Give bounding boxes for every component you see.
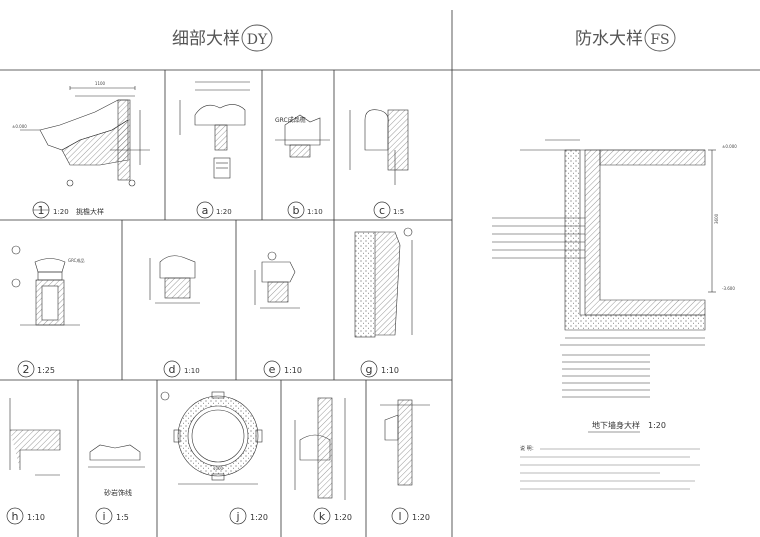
detail-g-label: g 1:10: [360, 360, 399, 378]
svg-text:l: l: [398, 510, 401, 523]
level-top: ±0.000: [722, 144, 737, 149]
svg-text:d: d: [169, 363, 176, 376]
svg-text:1:20: 1:20: [53, 208, 69, 216]
detail-b-drawing: [275, 114, 330, 158]
detail-c-drawing: [349, 109, 409, 185]
svg-text:i: i: [102, 510, 105, 523]
level-bottom: -3.600: [722, 286, 735, 291]
svg-text:1:20: 1:20: [250, 513, 268, 522]
grc2-label: GRC成品: [68, 257, 84, 263]
detail-c-label: c 1:5: [373, 201, 404, 219]
detail-b-label: b 1:10: [287, 201, 323, 219]
dim-3600: 3600: [714, 213, 719, 224]
svg-text:b: b: [293, 204, 300, 217]
dim-1100: 1100: [95, 81, 106, 86]
right-sheet-title: 防水大样 FS: [575, 24, 676, 52]
sandstone-label: 砂岩饰线: [104, 488, 132, 497]
detail-a-drawing: [179, 81, 250, 179]
detail-j-drawing: [160, 391, 263, 485]
svg-text:1:5: 1:5: [393, 208, 404, 216]
detail-1-label: 1 1:20 挑檐大样: [32, 201, 104, 219]
svg-text:e: e: [269, 363, 276, 376]
svg-text:1:20: 1:20: [412, 513, 430, 522]
detail-i-label: i 1:5: [95, 507, 129, 525]
left-sheet-title: 细部大样 DY: [172, 24, 273, 52]
right-title-code: FS: [650, 32, 669, 48]
detail-1-drawing: [20, 86, 150, 187]
detail-l-drawing: [380, 399, 430, 486]
notes-header: 说 明：: [520, 445, 537, 452]
detail-k-drawing: [294, 397, 346, 500]
svg-text:1:10: 1:10: [284, 366, 302, 375]
svg-text:k: k: [319, 510, 326, 523]
grc-label: GRC成品檐: [275, 116, 306, 124]
title-code-circle: [241, 24, 273, 52]
svg-text:1:20: 1:20: [216, 208, 232, 216]
svg-text:1:10: 1:10: [184, 367, 200, 375]
detail-a-label: a 1:20: [196, 201, 232, 219]
detail-l-label: l 1:20: [391, 507, 430, 525]
svg-text:1:10: 1:10: [381, 366, 399, 375]
wall-section-drawing: [492, 139, 716, 398]
svg-text:g: g: [366, 363, 373, 376]
svg-text:挑檐大样: 挑檐大样: [76, 207, 104, 216]
notes-block: 说 明：: [520, 445, 700, 490]
svg-text:h: h: [12, 510, 19, 523]
detail-j-label: j 1:20: [229, 507, 268, 525]
level-mark: ±0.000: [12, 124, 27, 129]
svg-text:j: j: [235, 510, 239, 523]
right-title-text: 防水大样: [575, 29, 643, 49]
detail-d-drawing: [149, 255, 200, 304]
svg-text:a: a: [202, 204, 209, 217]
detail-i-drawing: [88, 444, 145, 468]
detail-e-label: e 1:10: [263, 360, 302, 378]
svg-text:1: 1: [38, 204, 45, 217]
detail-k-label: k 1:20: [313, 507, 352, 525]
detail-2-label: 2 1:25: [17, 360, 55, 378]
svg-text:1:20: 1:20: [334, 513, 352, 522]
svg-text:1:25: 1:25: [37, 366, 55, 375]
title-code-circle: [644, 24, 676, 52]
svg-text:c: c: [379, 204, 385, 217]
detail-h-label: h 1:10: [6, 507, 45, 525]
dim-1000: 1000: [213, 466, 224, 471]
sheet-frame: [0, 10, 760, 537]
detail-2-drawing: [11, 245, 80, 326]
wall-section-scale: 1:20: [648, 421, 666, 430]
left-title-code: DY: [247, 32, 268, 48]
detail-g-drawing: [354, 227, 413, 338]
wall-section-name: 地下墙身大样: [592, 420, 640, 430]
left-title-text: 细部大样: [172, 29, 240, 49]
detail-d-label: d 1:10: [163, 360, 200, 378]
detail-h-drawing: [9, 398, 61, 476]
detail-e-drawing: [254, 251, 300, 309]
wall-section-title: 地下墙身大样 1:20: [588, 420, 666, 433]
svg-text:1:10: 1:10: [307, 208, 323, 216]
svg-text:1:10: 1:10: [27, 513, 45, 522]
svg-text:2: 2: [23, 363, 30, 376]
svg-text:1:5: 1:5: [116, 513, 129, 522]
